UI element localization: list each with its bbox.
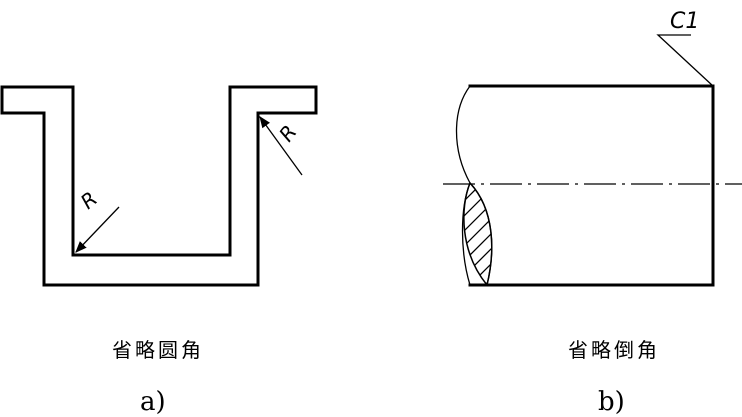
channel-outer-outline — [0, 85, 318, 287]
sublabel-a: a) — [140, 387, 166, 417]
figure-b: C1 省略倒角 b) — [443, 9, 742, 417]
radius-leader-right — [259, 116, 303, 176]
chamfer-leader — [656, 34, 714, 87]
figure-a: R R 省略圆角 a) — [0, 85, 318, 417]
chamfer-label: C1 — [670, 9, 699, 34]
caption-b: 省略倒角 — [568, 338, 660, 362]
radius-label-left: R — [76, 187, 102, 214]
caption-a: 省略圆角 — [112, 338, 204, 362]
sublabel-b: b) — [598, 387, 625, 417]
section-lens-outline — [463, 181, 493, 287]
break-line — [455, 85, 493, 286]
radius-leader-left — [75, 206, 120, 253]
